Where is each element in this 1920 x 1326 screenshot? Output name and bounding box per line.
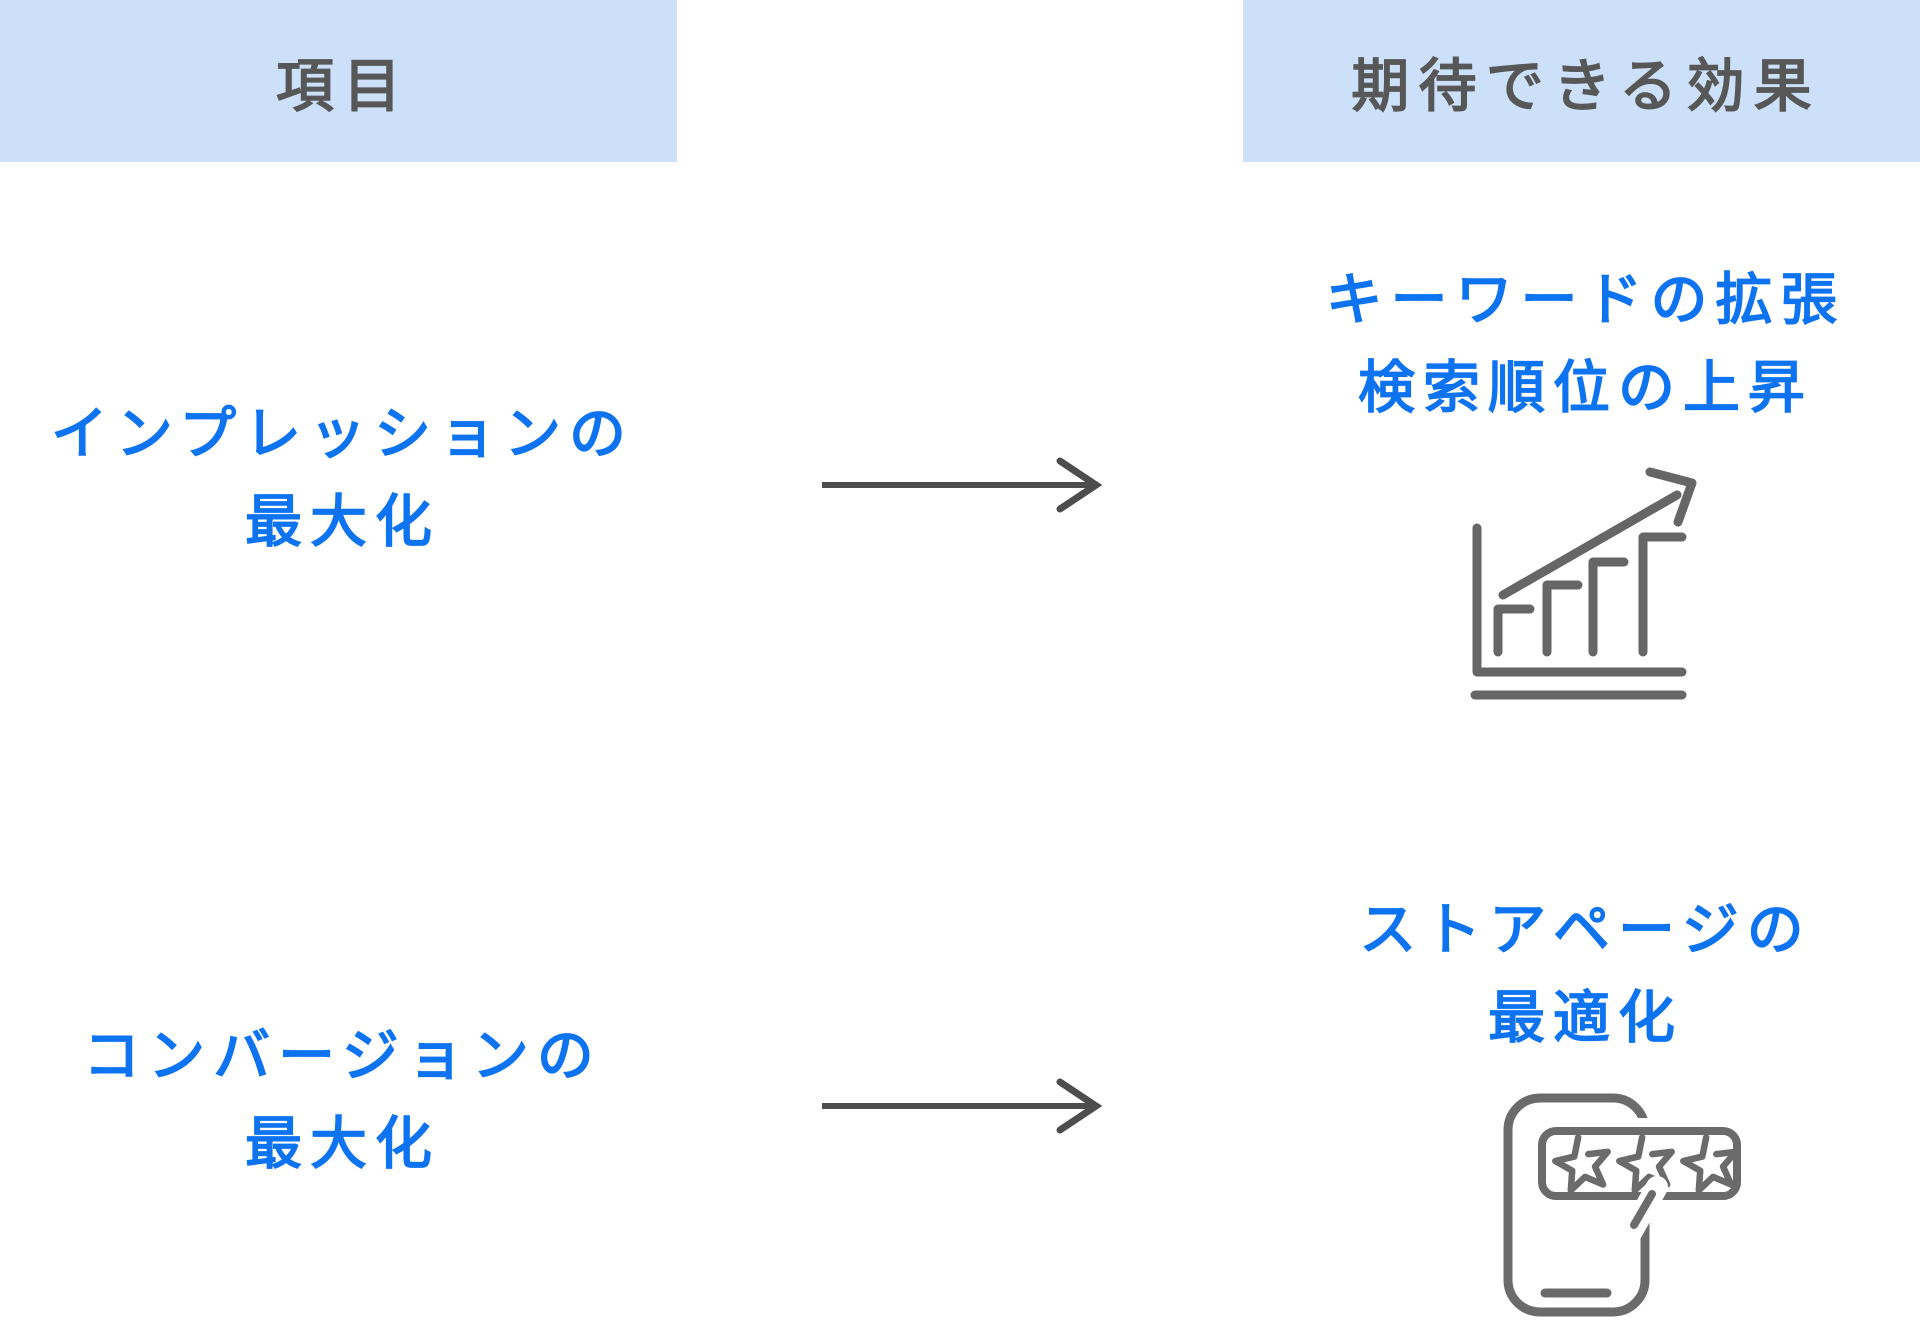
- item-column-header-label: 項目: [275, 54, 411, 119]
- item-row1-label: インプレッションの 最大化: [0, 390, 677, 566]
- effect-row2-line2: 最適化: [1488, 986, 1683, 1050]
- effect-row1-label: キーワードの拡張 検索順位の上昇: [1243, 256, 1920, 432]
- growth-chart-icon: [1470, 467, 1697, 700]
- effect-row1-line1: キーワードの拡張: [1325, 268, 1846, 332]
- star-icon: [1552, 1134, 1739, 1194]
- effect-row2-line1: ストアページの: [1359, 898, 1812, 962]
- item-row2-line2: 最大化: [245, 1112, 440, 1176]
- effect-row2-label: ストアページの 最適化: [1243, 886, 1920, 1062]
- bubble-tail: [1630, 1190, 1656, 1229]
- item-row1-line2: 最大化: [245, 490, 440, 554]
- item-row1-line1: インプレッションの: [50, 402, 635, 466]
- arrow-right-icon: [822, 457, 1103, 513]
- phone-review-icon: [1503, 1093, 1750, 1317]
- item-row2-label: コンバージョンの 最大化: [0, 1012, 677, 1188]
- item-row2-line1: コンバージョンの: [83, 1024, 602, 1088]
- effect-row1-line2: 検索順位の上昇: [1358, 356, 1813, 420]
- effect-column-header-label: 期待できる効果: [1351, 54, 1822, 119]
- item-column-header: 項目: [0, 0, 677, 162]
- arrow-right-icon: [822, 1078, 1103, 1134]
- effect-column-header: 期待できる効果: [1243, 0, 1920, 162]
